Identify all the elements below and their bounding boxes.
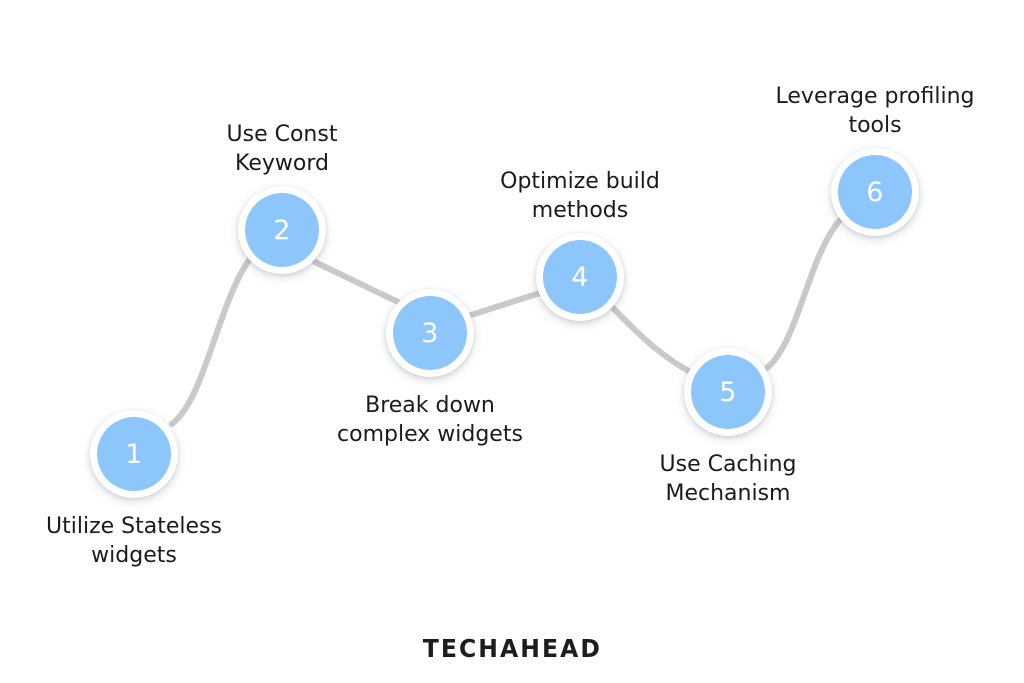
step-node-disc: 4 bbox=[543, 240, 617, 314]
step-node-disc: 2 bbox=[245, 193, 319, 267]
connector-1-2 bbox=[169, 253, 255, 427]
step-node-1[interactable]: 1 bbox=[90, 410, 178, 498]
step-number: 1 bbox=[125, 438, 143, 470]
step-label-6: Leverage profiling tools bbox=[775, 84, 975, 138]
step-node-disc: 5 bbox=[691, 355, 765, 429]
connector-4-5 bbox=[610, 305, 697, 377]
step-node-3[interactable]: 3 bbox=[386, 289, 474, 377]
step-number: 5 bbox=[719, 376, 737, 408]
step-label-3: Break down complex widgets bbox=[337, 393, 523, 447]
step-label-4: Optimize build methods bbox=[500, 169, 660, 223]
step-node-disc: 1 bbox=[97, 417, 171, 491]
step-node-disc: 6 bbox=[838, 155, 912, 229]
connector-5-6 bbox=[760, 217, 843, 374]
step-node-2[interactable]: 2 bbox=[238, 186, 326, 274]
brand-logo: TECHAHEAD bbox=[0, 634, 1024, 663]
step-number: 4 bbox=[571, 261, 589, 293]
step-label-1: Utilize Stateless widgets bbox=[46, 514, 222, 568]
brand-wordmark-text: TECHAHEAD bbox=[422, 634, 602, 663]
step-label-2: Use Const Keyword bbox=[226, 122, 338, 176]
step-label-5: Use Caching Mechanism bbox=[659, 452, 797, 506]
step-number: 2 bbox=[273, 214, 291, 246]
step-node-4[interactable]: 4 bbox=[536, 233, 624, 321]
step-node-5[interactable]: 5 bbox=[684, 348, 772, 436]
connector-3-4 bbox=[468, 289, 546, 318]
step-node-6[interactable]: 6 bbox=[831, 148, 919, 236]
step-number: 6 bbox=[866, 176, 884, 208]
step-node-disc: 3 bbox=[393, 296, 467, 370]
connector-2-3 bbox=[312, 259, 401, 305]
step-number: 3 bbox=[421, 317, 439, 349]
